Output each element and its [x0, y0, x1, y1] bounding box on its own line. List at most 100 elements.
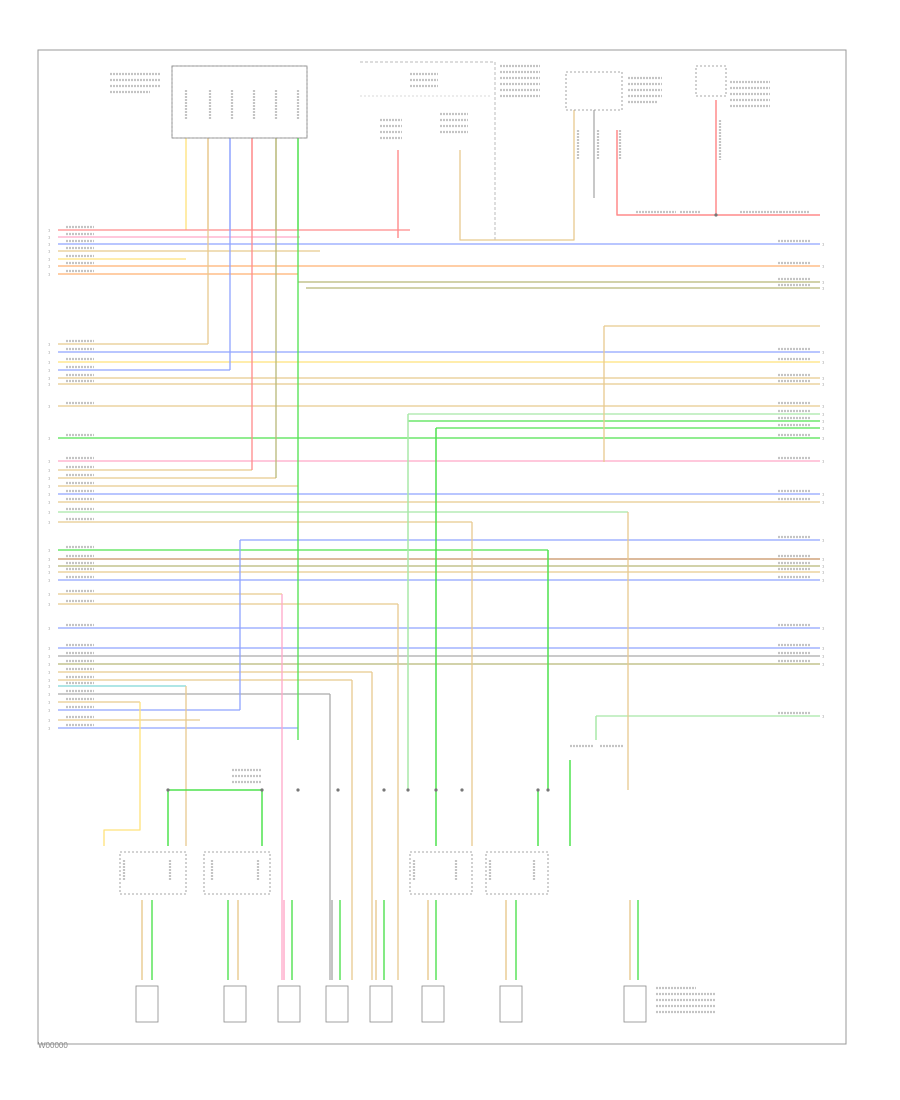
sensor-component-3 [277, 985, 301, 1023]
pin-number: 1 [822, 350, 825, 355]
pin-number: 1 [48, 510, 51, 515]
pin-number: 1 [48, 249, 51, 254]
pin-number: 1 [822, 264, 825, 269]
pin-number: 1 [822, 404, 825, 409]
pin-number: 1 [48, 578, 51, 583]
splice-dot [296, 788, 300, 792]
splice-dot [546, 788, 550, 792]
sensor-component-4 [325, 985, 349, 1023]
pin-number: 1 [48, 436, 51, 441]
pin-number: 1 [48, 350, 51, 355]
power-feed-wire [616, 130, 820, 216]
sensor-component-8 [623, 985, 647, 1023]
sensor-component-2 [223, 985, 247, 1023]
pin-number: 1 [822, 654, 825, 659]
splice-dot [382, 788, 386, 792]
pin-number: 1 [48, 459, 51, 464]
pin-number: 1 [48, 484, 51, 489]
pin-number: 1 [48, 654, 51, 659]
pin-number: 1 [822, 714, 825, 719]
pin-number: 1 [822, 419, 825, 424]
sensor-component-7 [499, 985, 523, 1023]
pin-number: 1 [48, 492, 51, 497]
wire-layer [58, 100, 820, 980]
sensor-component-5 [369, 985, 393, 1023]
pin-number: 1 [48, 557, 51, 562]
pin-number: 1 [822, 570, 825, 575]
pin-number: 1 [822, 459, 825, 464]
pin-number: 1 [822, 242, 825, 247]
pin-number: 1 [48, 376, 51, 381]
diagram-border [37, 49, 847, 1045]
pin-number: 1 [822, 280, 825, 285]
pin-number: 1 [822, 500, 825, 505]
pin-number: 1 [48, 368, 51, 373]
drop-wire [103, 702, 141, 846]
sensor-group-box-1 [119, 851, 187, 895]
relay-box [565, 71, 623, 111]
pin-number: 1 [822, 382, 825, 387]
pin-number: 1 [48, 684, 51, 689]
pin-number: 1 [48, 242, 51, 247]
pin-number: 1 [48, 272, 51, 277]
pin-number: 1 [48, 548, 51, 553]
splice-dot [260, 788, 264, 792]
control-module-box [171, 65, 308, 139]
pin-number: 1 [48, 570, 51, 575]
splice-dot [536, 788, 540, 792]
splice-dot [166, 788, 170, 792]
pin-number: 1 [48, 228, 51, 233]
pin-number: 1 [822, 564, 825, 569]
pin-number: 1 [48, 726, 51, 731]
pin-number: 1 [48, 520, 51, 525]
pin-number: 1 [48, 602, 51, 607]
diagram-frame [37, 49, 847, 1045]
pin-number: 1 [48, 342, 51, 347]
pin-number: 1 [48, 718, 51, 723]
pin-number: 1 [822, 626, 825, 631]
pin-number: 1 [48, 264, 51, 269]
pin-number: 1 [48, 692, 51, 697]
pin-number: 1 [48, 626, 51, 631]
splice-dot [714, 213, 718, 217]
sensor-group-box-4 [485, 851, 549, 895]
fused-feed-wire [459, 150, 575, 241]
pin-number: 1 [822, 436, 825, 441]
diagram-code-label: W00000 [38, 1041, 68, 1050]
pin-number: 1 [822, 360, 825, 365]
pin-number: 1 [822, 286, 825, 291]
sensor-group-box-3 [409, 851, 473, 895]
pin-number: 1 [48, 235, 51, 240]
splice-dot [434, 788, 438, 792]
pin-number: 1 [822, 662, 825, 667]
control-module-box-inner [171, 65, 308, 139]
pin-number: 1 [48, 564, 51, 569]
pin-number: 1 [822, 412, 825, 417]
pin-number: 1 [822, 426, 825, 431]
pin-number: 1 [48, 662, 51, 667]
pin-number: 1 [822, 538, 825, 543]
pin-number: 1 [48, 468, 51, 473]
pin-number: 1 [48, 700, 51, 705]
fuse-box [695, 65, 727, 97]
pin-number: 1 [48, 382, 51, 387]
splice-dot [336, 788, 340, 792]
splice-dot [460, 788, 464, 792]
pin-number: 1 [48, 257, 51, 262]
pin-number: 1 [822, 376, 825, 381]
pin-number: 1 [48, 670, 51, 675]
pin-number: 1 [48, 404, 51, 409]
pin-number: 1 [48, 708, 51, 713]
pin-number: 1 [48, 592, 51, 597]
pin-number: 1 [48, 678, 51, 683]
pin-number: 1 [822, 578, 825, 583]
pin-number: 1 [822, 646, 825, 651]
pin-number: 1 [48, 646, 51, 651]
pin-number: 1 [822, 492, 825, 497]
sensor-group-box-2 [203, 851, 271, 895]
sensor-component-6 [421, 985, 445, 1023]
component-layer [119, 65, 727, 1023]
sensor-component-1 [135, 985, 159, 1023]
pin-number: 1 [48, 500, 51, 505]
